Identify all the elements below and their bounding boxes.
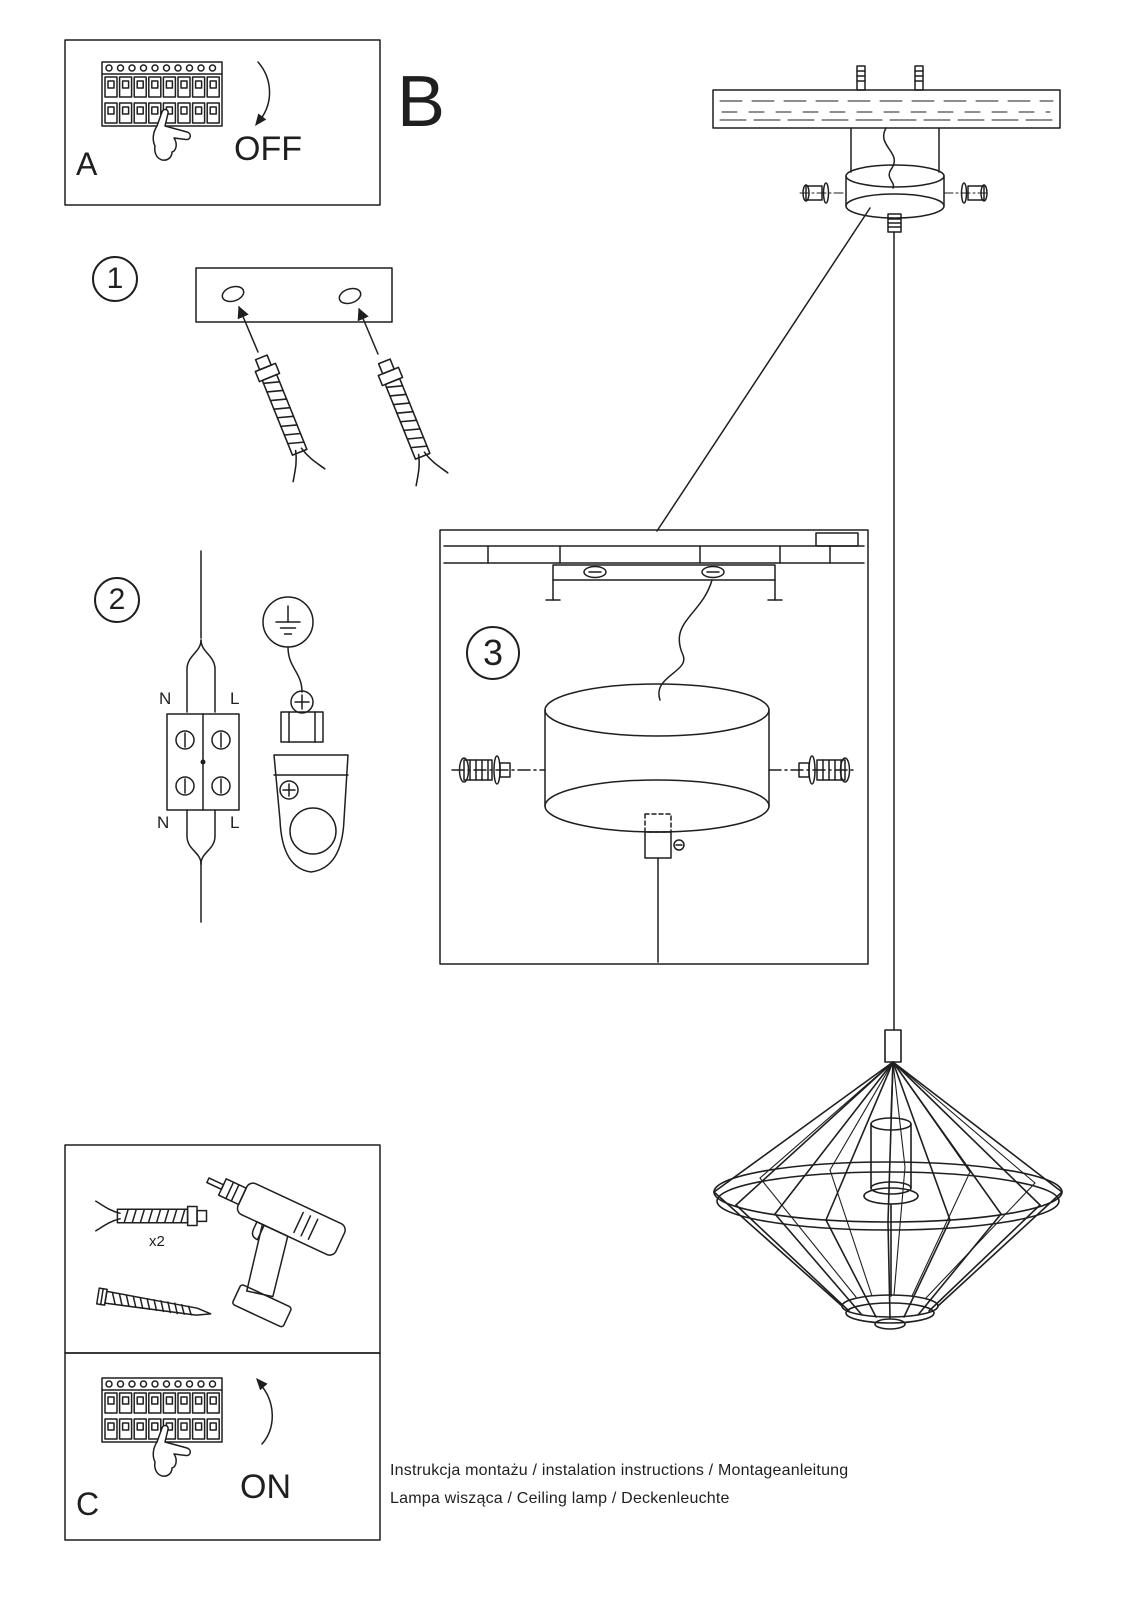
canopy-screw-left [799,182,847,204]
lead-n-top [186,639,202,713]
lead-n-bottom [186,809,202,865]
ceiling-cross-section [443,532,865,564]
wall-plate [195,267,393,323]
wall-plug-right [367,353,449,487]
detail-frame [439,529,869,965]
lamp-socket [863,1061,919,1297]
canopy-screw-right [943,182,991,204]
side-screw-left [451,755,546,785]
cord-grip-detail [644,813,685,963]
drill-bit [206,1177,225,1191]
step2-drawing [166,550,349,923]
drill-battery [232,1284,292,1328]
mounting-bracket-detail [545,564,783,601]
cage-neck [884,1029,902,1063]
wall-plug-tool [94,1200,208,1232]
canopy-main [845,127,945,219]
side-screw-right [768,755,857,785]
footer-line-1: Instrukcja montażu / instalation instruc… [390,1462,849,1479]
drill-drawing [206,1177,346,1328]
power-off-label: OFF [234,130,302,168]
wire-label-n-bottom: N [157,813,170,832]
panel-c-label: C [76,1486,100,1522]
panel-a-section [64,39,381,206]
off-arrow-icon [254,61,271,127]
screw-drawing [95,1287,212,1316]
power-on-label: ON [240,1468,291,1506]
panel-a-label: A [76,146,98,182]
step3-detail-box [439,529,869,965]
lead-l-bottom [200,809,216,865]
drill-body [236,1182,346,1256]
step1-drawing [195,267,449,487]
cage-bottom-ring-inner [845,1302,935,1324]
step-1-number: 1 [106,262,124,295]
panel-c-section [64,1352,381,1541]
wire-main [883,127,895,189]
wire-label-l-bottom: L [230,813,240,832]
drill-trigger [251,1221,265,1241]
insert-arrow-right [357,307,379,355]
wall-plug-left [244,349,326,483]
terminal-block [166,713,240,811]
drill-hole-right [338,287,362,305]
step-1-badge: 1 [92,256,138,302]
panel-c-frame [64,1352,381,1541]
breaker-panel-on-illustration [101,1377,223,1477]
wire-in-canopy [658,579,713,701]
drill-chuck [217,1178,247,1206]
lamp-cage-drawing [713,1029,1063,1330]
cage-upper-front-struts [713,1061,1063,1223]
wire-label-n-top: N [159,689,172,708]
drill-hole-left [221,285,245,303]
cage-finial [874,1318,906,1330]
breaker-panel-off-illustration [101,61,223,161]
insert-arrow-left [237,305,259,353]
ground-connector [273,690,349,873]
tools-frame [64,1144,381,1354]
step-2-number: 2 [108,583,126,616]
section-b-label: B [397,62,446,142]
main-illustration [712,65,1061,1031]
step-3-number: 3 [482,632,504,673]
cord-nipple [887,213,902,233]
lead-l-top [200,639,216,713]
tools-section [64,1144,381,1354]
anchor-count-label: x2 [149,1233,165,1250]
cage-bottom-ring [841,1294,939,1318]
panel-a-frame [64,39,381,206]
drill-handle [246,1223,289,1298]
hanger-bolts [856,65,924,91]
ceiling-board [712,89,1061,129]
cage-upper-back-struts [759,1061,1036,1184]
detail-callout-line [656,207,871,532]
on-arrow-icon [255,1377,274,1445]
wire-label-l-top: L [230,689,240,708]
ground-wire [287,646,303,693]
ground-symbol-icon [262,596,314,648]
footer-line-2: Lampa wisząca / Ceiling lamp / Deckenleu… [390,1490,730,1507]
cage-lower-front-struts [713,1191,1063,1319]
step-3-badge: 3 [466,626,520,680]
cage-lower-back-struts [759,1166,1036,1299]
canopy-detail [544,683,770,833]
step-2-badge: 2 [94,577,140,623]
